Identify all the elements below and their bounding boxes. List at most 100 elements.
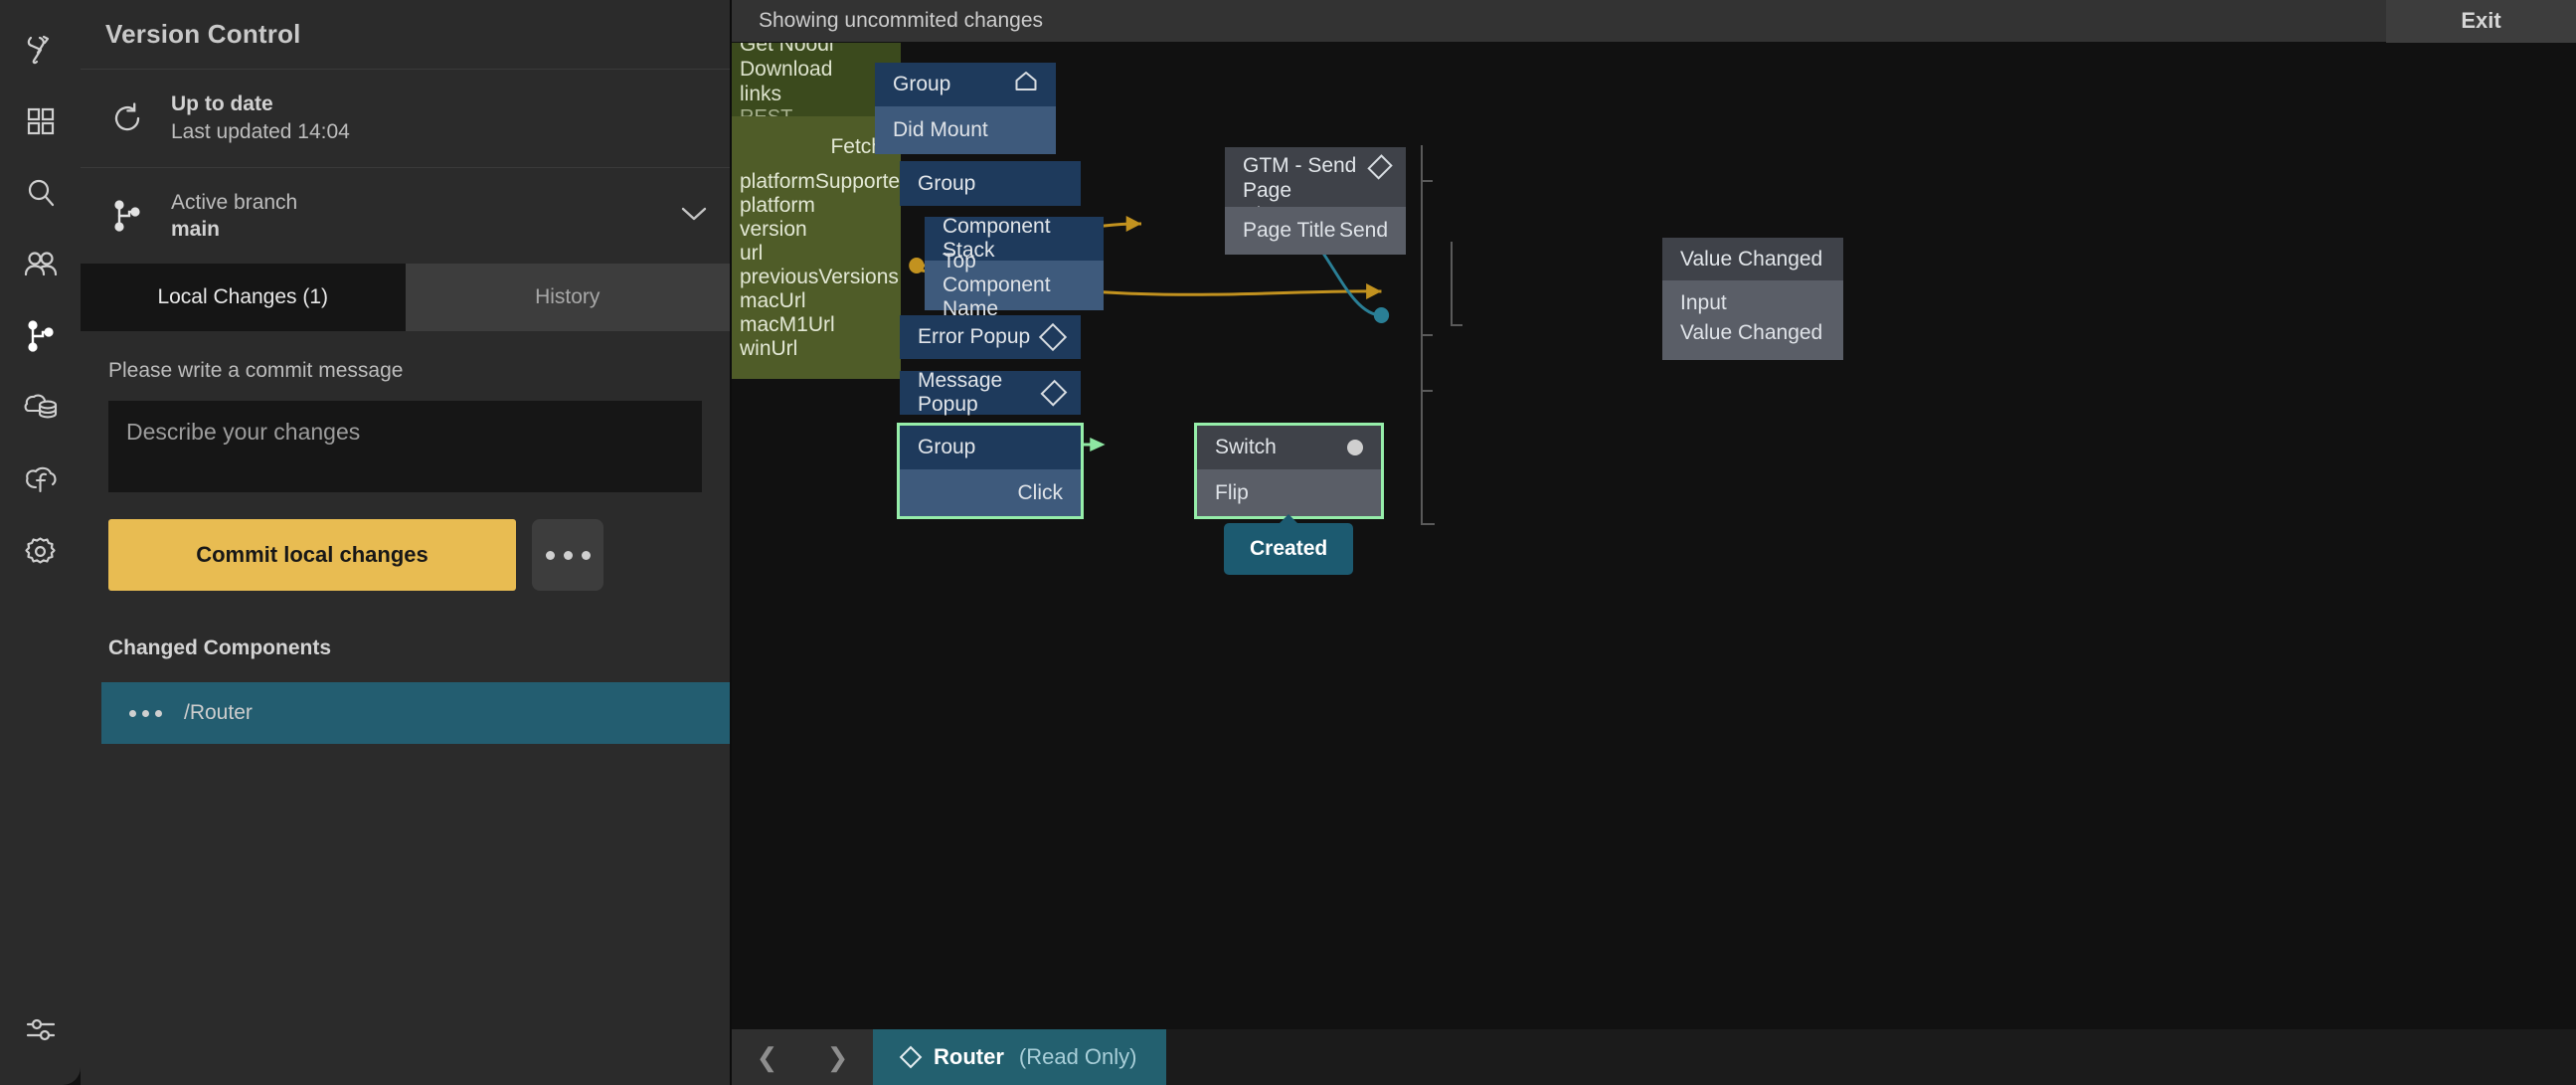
dot-1 (545, 550, 555, 560)
chevron-left-icon[interactable]: ❮ (756, 1041, 778, 1072)
node-property-platformSupported[interactable]: platformSupported (732, 170, 912, 194)
node-header: Group (875, 63, 1056, 106)
node-switch[interactable]: Switch Flip (1194, 423, 1384, 519)
active-branch-label: Active branch (171, 190, 298, 214)
node-title: Value Changed (1680, 247, 1823, 271)
node-property-winUrl[interactable]: winUrl (732, 337, 901, 361)
active-branch-text: Active branch main (171, 191, 658, 242)
node-error-popup[interactable]: Error Popup (900, 315, 1081, 359)
version-control-body: Please write a commit message Commit loc… (81, 331, 730, 1085)
tab-history[interactable]: History (405, 264, 730, 331)
node-property-version[interactable]: version (732, 218, 901, 242)
commit-more-options-button[interactable] (532, 519, 603, 591)
sync-status-row[interactable]: Up to date Last updated 14:04 (81, 70, 730, 168)
port-label-value-changed: Value Changed (1680, 321, 1823, 344)
node-title: Message Popup (918, 369, 1003, 416)
created-tooltip: Created (1224, 514, 1354, 575)
node-port-flip[interactable]: Flip (1197, 469, 1381, 516)
node-port-input[interactable]: Input (1662, 288, 1843, 318)
version-control-header: Version Control (81, 0, 730, 70)
commit-message-input[interactable] (108, 401, 702, 492)
gear-icon[interactable] (0, 515, 81, 587)
node-port-click[interactable]: Click (900, 469, 1081, 516)
top-bar: Showing uncommited changes Exit (732, 0, 2576, 43)
property-label: version (740, 218, 807, 241)
dot-3 (155, 709, 162, 717)
tree-guide-tick-3 (1421, 390, 1433, 392)
node-property-platform[interactable]: platform (732, 194, 901, 218)
node-header: Group (900, 426, 1081, 469)
ellipsis-icon[interactable] (129, 709, 162, 717)
tab-local-changes[interactable]: Local Changes (1) (81, 264, 406, 331)
changed-component-label: /Router (184, 701, 253, 724)
port-label-did-mount: Did Mount (893, 118, 988, 141)
node-port-fetch[interactable]: Fetch (732, 124, 901, 170)
tab-router[interactable]: Router (Read Only) (873, 1029, 1167, 1085)
node-title: Group (893, 73, 951, 95)
node-body: Click (900, 469, 1081, 516)
dot-icon (1347, 440, 1363, 455)
chevron-right-icon[interactable]: ❯ (826, 1041, 849, 1072)
sync-status-primary: Up to date (171, 92, 273, 115)
version-control-branch-icon[interactable] (0, 300, 81, 372)
components-grid-icon[interactable] (0, 86, 81, 157)
icon-rail-top-group (0, 0, 81, 587)
commit-actions-row: Commit local changes (81, 497, 730, 591)
commit-local-changes-button[interactable]: Commit local changes (108, 519, 516, 591)
node-property-url[interactable]: url (732, 242, 901, 266)
node-rest-get-noodl-download-links[interactable]: Get Noodl Download links REST Fetch plat… (732, 43, 912, 379)
cloud-functions-icon[interactable] (0, 444, 81, 515)
chevron-down-icon[interactable] (680, 205, 708, 228)
node-value-changed[interactable]: Value Changed Input Value Changed (1662, 238, 1843, 360)
changed-components-list: /Router (81, 682, 730, 744)
node-title-line-1: GTM - Send Page (1243, 154, 1357, 203)
node-message-popup[interactable]: Message Popup (900, 369, 1081, 416)
port-label-page-title: Page Title (1243, 219, 1336, 242)
node-property-macM1Url[interactable]: macM1Url (732, 313, 901, 337)
property-label: url (740, 242, 764, 265)
icon-rail (0, 0, 81, 1085)
node-header: Group (900, 161, 1081, 206)
users-icon[interactable] (0, 229, 81, 300)
sync-status-text: Up to date Last updated 14:04 (171, 92, 350, 144)
node-header: Value Changed (1662, 238, 1843, 280)
node-group-2[interactable]: Group (900, 161, 1081, 206)
node-title-line-2: links (740, 82, 782, 105)
node-body: Did Mount (875, 106, 1056, 154)
tree-guide-tick-1 (1421, 180, 1433, 182)
sliders-icon[interactable] (0, 994, 81, 1065)
node-graph-canvas[interactable]: Get Noodl Download links REST Fetch plat… (732, 43, 2576, 1029)
node-property-macUrl[interactable]: macUrl (732, 289, 901, 313)
noodl-logo-icon[interactable] (0, 14, 81, 86)
search-icon[interactable] (0, 157, 81, 229)
node-title: Error Popup (918, 325, 1031, 348)
exit-button[interactable]: Exit (2386, 0, 2576, 43)
created-tooltip-label: Created (1250, 537, 1328, 560)
node-title: Component Stack (943, 215, 1051, 262)
node-title: Group (918, 171, 976, 195)
node-group-root[interactable]: Group Did Mount (875, 63, 1056, 154)
home-icon (1014, 71, 1038, 98)
main-area: Showing uncommited changes Exit (732, 0, 2576, 1085)
active-branch-row[interactable]: Active branch main (81, 168, 730, 264)
node-header: Get Noodl Download links REST (732, 43, 901, 128)
node-port-value-changed[interactable]: Value Changed (1662, 318, 1843, 348)
node-header: Switch (1197, 426, 1381, 469)
node-port-top-component-name[interactable]: Top Component Name (925, 250, 1104, 320)
node-body: Fetch platformSupported platform version… (732, 116, 912, 379)
node-port-did-mount[interactable]: Did Mount (875, 106, 1056, 154)
panel-title: Version Control (105, 19, 301, 49)
sync-status-secondary: Last updated 14:04 (171, 120, 350, 143)
node-gtm-send-page-view[interactable]: GTM - Send Page View Page Title Send (1225, 147, 1406, 255)
node-body: Flip (1197, 469, 1381, 516)
node-ports-gtm[interactable]: Page Title Send (1225, 207, 1406, 255)
node-property-previousVersions[interactable]: previousVersions (732, 266, 901, 289)
active-branch-value: main (171, 217, 221, 241)
node-component-stack[interactable]: Component Stack Top Component Name (925, 215, 1104, 320)
node-title-line-1: Get Noodl Download (740, 43, 834, 81)
tree-guide-tick-2 (1421, 334, 1433, 336)
list-item[interactable]: /Router (101, 682, 730, 744)
cloud-database-icon[interactable] (0, 372, 81, 444)
node-group-click[interactable]: Group Click (897, 423, 1084, 519)
